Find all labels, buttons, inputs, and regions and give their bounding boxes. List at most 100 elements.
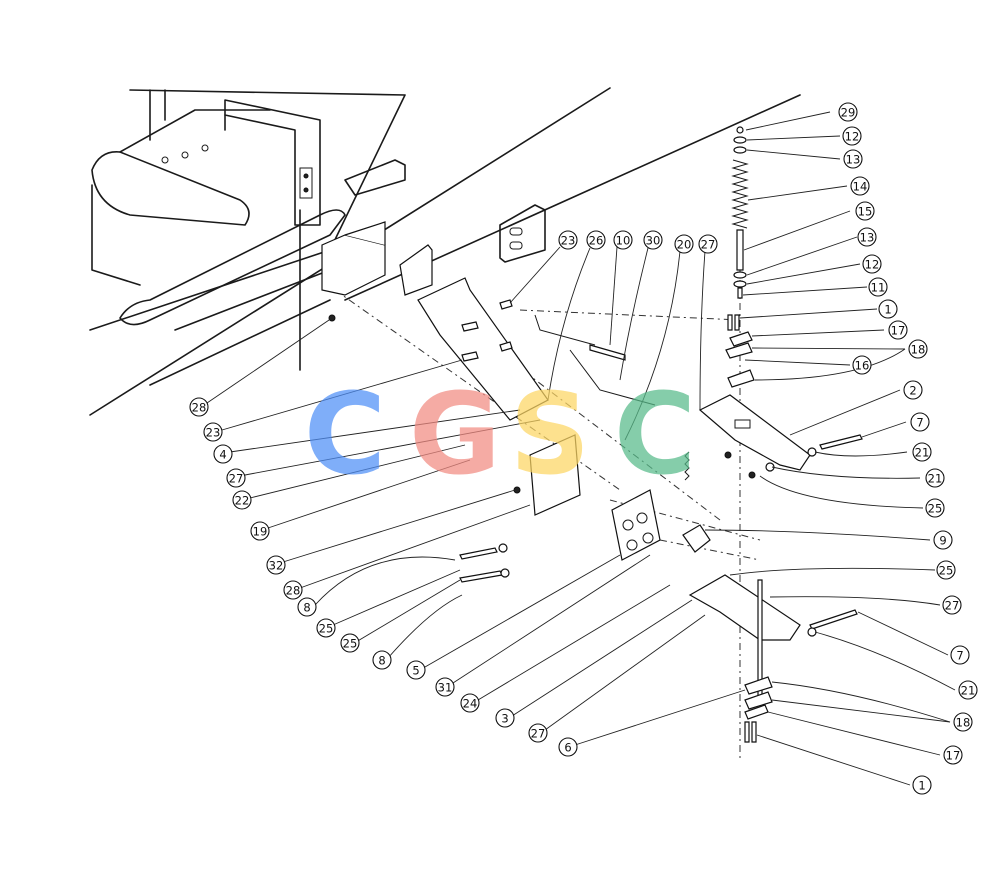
callout-circle	[558, 230, 578, 250]
callout-circle	[316, 618, 336, 638]
callout-bubble-20: 20	[674, 234, 694, 254]
watermark: C G S C	[304, 370, 696, 500]
callout-bubble-25: 25	[316, 618, 336, 638]
callout-bubble-13: 13	[843, 149, 863, 169]
callout-circle	[925, 468, 945, 488]
leader-lines	[206, 111, 956, 786]
callout-bubble-28: 28	[283, 580, 303, 600]
callout-label: 12	[865, 258, 880, 272]
callout-label: 19	[253, 525, 268, 539]
callout-circle	[297, 597, 317, 617]
callout-label: 7	[916, 416, 923, 430]
callout-bubble-12: 12	[862, 254, 882, 274]
callout-label: 28	[286, 584, 301, 598]
callout-circle	[250, 521, 270, 541]
callout-bubble-25: 25	[925, 498, 945, 518]
linkage-parts	[328, 299, 863, 701]
callout-bubble-27: 27	[528, 723, 548, 743]
callout-bubble-14: 14	[850, 176, 870, 196]
callout-bubble-7: 7	[910, 412, 930, 432]
callout-bubble-11: 11	[868, 277, 888, 297]
callout-circle	[495, 708, 515, 728]
callout-label: 18	[956, 716, 971, 730]
callout-circle	[878, 299, 898, 319]
callout-label: 14	[853, 180, 868, 194]
callout-circle	[283, 580, 303, 600]
callout-circle	[936, 560, 956, 580]
watermark-letter-c2: C	[614, 370, 696, 500]
callout-circle	[942, 595, 962, 615]
callout-circle	[372, 650, 392, 670]
callout-bubble-3: 3	[495, 708, 515, 728]
callout-label: 16	[855, 359, 870, 373]
callout-circle	[838, 102, 858, 122]
callout-circle	[950, 645, 970, 665]
callout-bubble-5: 5	[406, 660, 426, 680]
callout-circle	[406, 660, 426, 680]
callout-circle	[857, 227, 877, 247]
callout-bubble-8: 8	[372, 650, 392, 670]
callout-label: 25	[939, 564, 954, 578]
callout-circle	[933, 530, 953, 550]
callout-bubble-15: 15	[855, 201, 875, 221]
callout-bubble-26: 26	[586, 230, 606, 250]
callout-bubble-19: 19	[250, 521, 270, 541]
callout-label: 9	[939, 534, 946, 548]
callout-circle	[842, 126, 862, 146]
callout-label: 25	[343, 637, 358, 651]
callout-label: 10	[616, 234, 631, 248]
callout-label: 22	[235, 494, 250, 508]
callout-circle	[843, 149, 863, 169]
callout-circle	[888, 320, 908, 340]
callout-label: 5	[412, 664, 419, 678]
callout-bubble-28: 28	[189, 397, 209, 417]
callout-label: 20	[677, 238, 692, 252]
tractor-frame	[89, 87, 801, 416]
callout-circle	[586, 230, 606, 250]
callout-label: 12	[845, 130, 860, 144]
watermark-letter-s: S	[510, 370, 591, 500]
callout-label: 4	[219, 448, 226, 462]
callout-circle	[908, 339, 928, 359]
callout-bubble-7: 7	[950, 645, 970, 665]
callout-bubble-21: 21	[912, 442, 932, 462]
callout-label: 27	[531, 727, 546, 741]
callout-bubble-1: 1	[912, 775, 932, 795]
callout-circle	[850, 176, 870, 196]
callout-bubble-17: 17	[888, 320, 908, 340]
callout-circle	[435, 677, 455, 697]
callout-label: 15	[858, 205, 873, 219]
callout-bubble-27: 27	[226, 468, 246, 488]
callout-label: 1	[884, 303, 891, 317]
callout-circle	[852, 355, 872, 375]
callout-bubble-13: 13	[857, 227, 877, 247]
callout-circle	[698, 234, 718, 254]
mounting-plates	[321, 221, 711, 561]
callout-bubble-17: 17	[943, 745, 963, 765]
callout-bubble-25: 25	[340, 633, 360, 653]
watermark-letter-c1: C	[304, 370, 386, 500]
callout-circle	[903, 380, 923, 400]
callout-circle	[613, 230, 633, 250]
callout-label: 18	[911, 343, 926, 357]
callout-label: 29	[841, 106, 856, 120]
callout-label: 31	[438, 681, 453, 695]
callout-label: 25	[319, 622, 334, 636]
callout-bubbles: 2912131415131211117181627212125925277211…	[189, 102, 978, 795]
callout-label: 21	[928, 472, 943, 486]
callout-label: 11	[871, 281, 886, 295]
watermark-letter-g: G	[409, 370, 501, 500]
callout-label: 23	[561, 234, 576, 248]
callout-circle	[232, 490, 252, 510]
callout-label: 32	[269, 559, 284, 573]
callout-bubble-10: 10	[613, 230, 633, 250]
callout-label: 26	[589, 234, 604, 248]
callout-circle	[226, 468, 246, 488]
callout-bubble-8: 8	[297, 597, 317, 617]
callout-circle	[953, 712, 973, 732]
callout-bubble-4: 4	[213, 444, 233, 464]
callout-label: 30	[646, 234, 661, 248]
callout-circle	[943, 745, 963, 765]
callout-label: 8	[378, 654, 385, 668]
callout-bubble-30: 30	[643, 230, 663, 250]
